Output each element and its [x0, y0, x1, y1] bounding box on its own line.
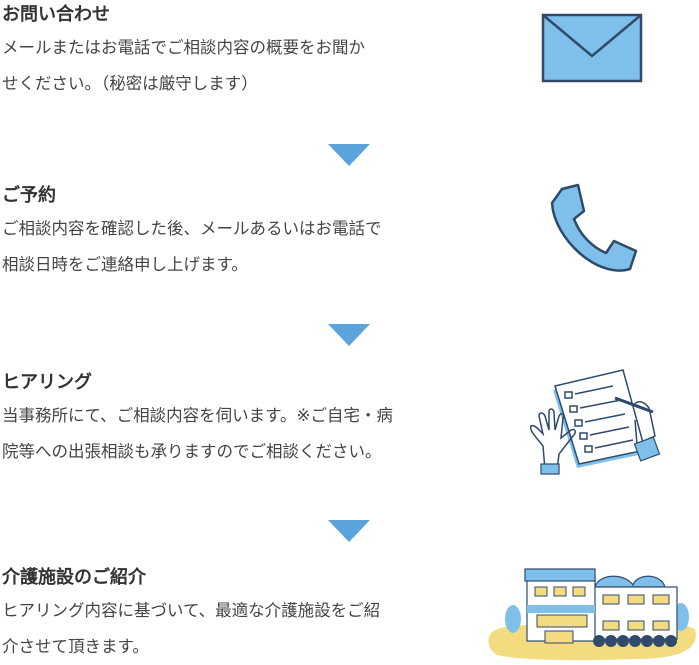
description-line: 院等への出張相談も承りますのでご相談ください。: [2, 442, 382, 461]
down-arrow-icon: [328, 324, 370, 346]
description-line: メールまたはお電話でご相談内容の概要をお聞か: [2, 38, 365, 57]
step-description: ご相談内容を確認した後、メールあるいはお電話で 相談日時をご連絡申し上げます。: [2, 211, 472, 283]
step-title: ヒアリング: [2, 372, 92, 393]
step-description: メールまたはお電話でご相談内容の概要をお聞か せください。（秘密は厳守します）: [2, 30, 472, 102]
envelope-icon: [541, 13, 643, 83]
description-line: 当事務所にて、ご相談内容を伺います。※ご自宅・病: [2, 406, 393, 425]
description-line: せください。（秘密は厳守します）: [2, 74, 258, 93]
description-line: 相談日時をご連絡申し上げます。: [2, 255, 248, 274]
down-arrow-icon: [328, 144, 370, 166]
step-title: ご予約: [2, 185, 56, 206]
step-title: お問い合わせ: [2, 4, 110, 25]
description-line: ご相談内容を確認した後、メールあるいはお電話で: [2, 219, 382, 238]
description-line: ヒアリング内容に基づいて、最適な介護施設をご紹: [2, 601, 381, 620]
phone-icon: [550, 183, 638, 272]
step-title: 介護施設のご紹介: [2, 567, 146, 588]
step-description: 当事務所にて、ご相談内容を伺います。※ご自宅・病 院等への出張相談も承りますので…: [2, 398, 472, 470]
down-arrow-icon: [328, 520, 370, 542]
care-facility-icon: [488, 568, 696, 661]
description-line: 介させて頂きます。: [2, 637, 149, 656]
checklist-writing-icon: [529, 369, 661, 475]
step-description: ヒアリング内容に基づいて、最適な介護施設をご紹 介させて頂きます。: [2, 593, 472, 665]
